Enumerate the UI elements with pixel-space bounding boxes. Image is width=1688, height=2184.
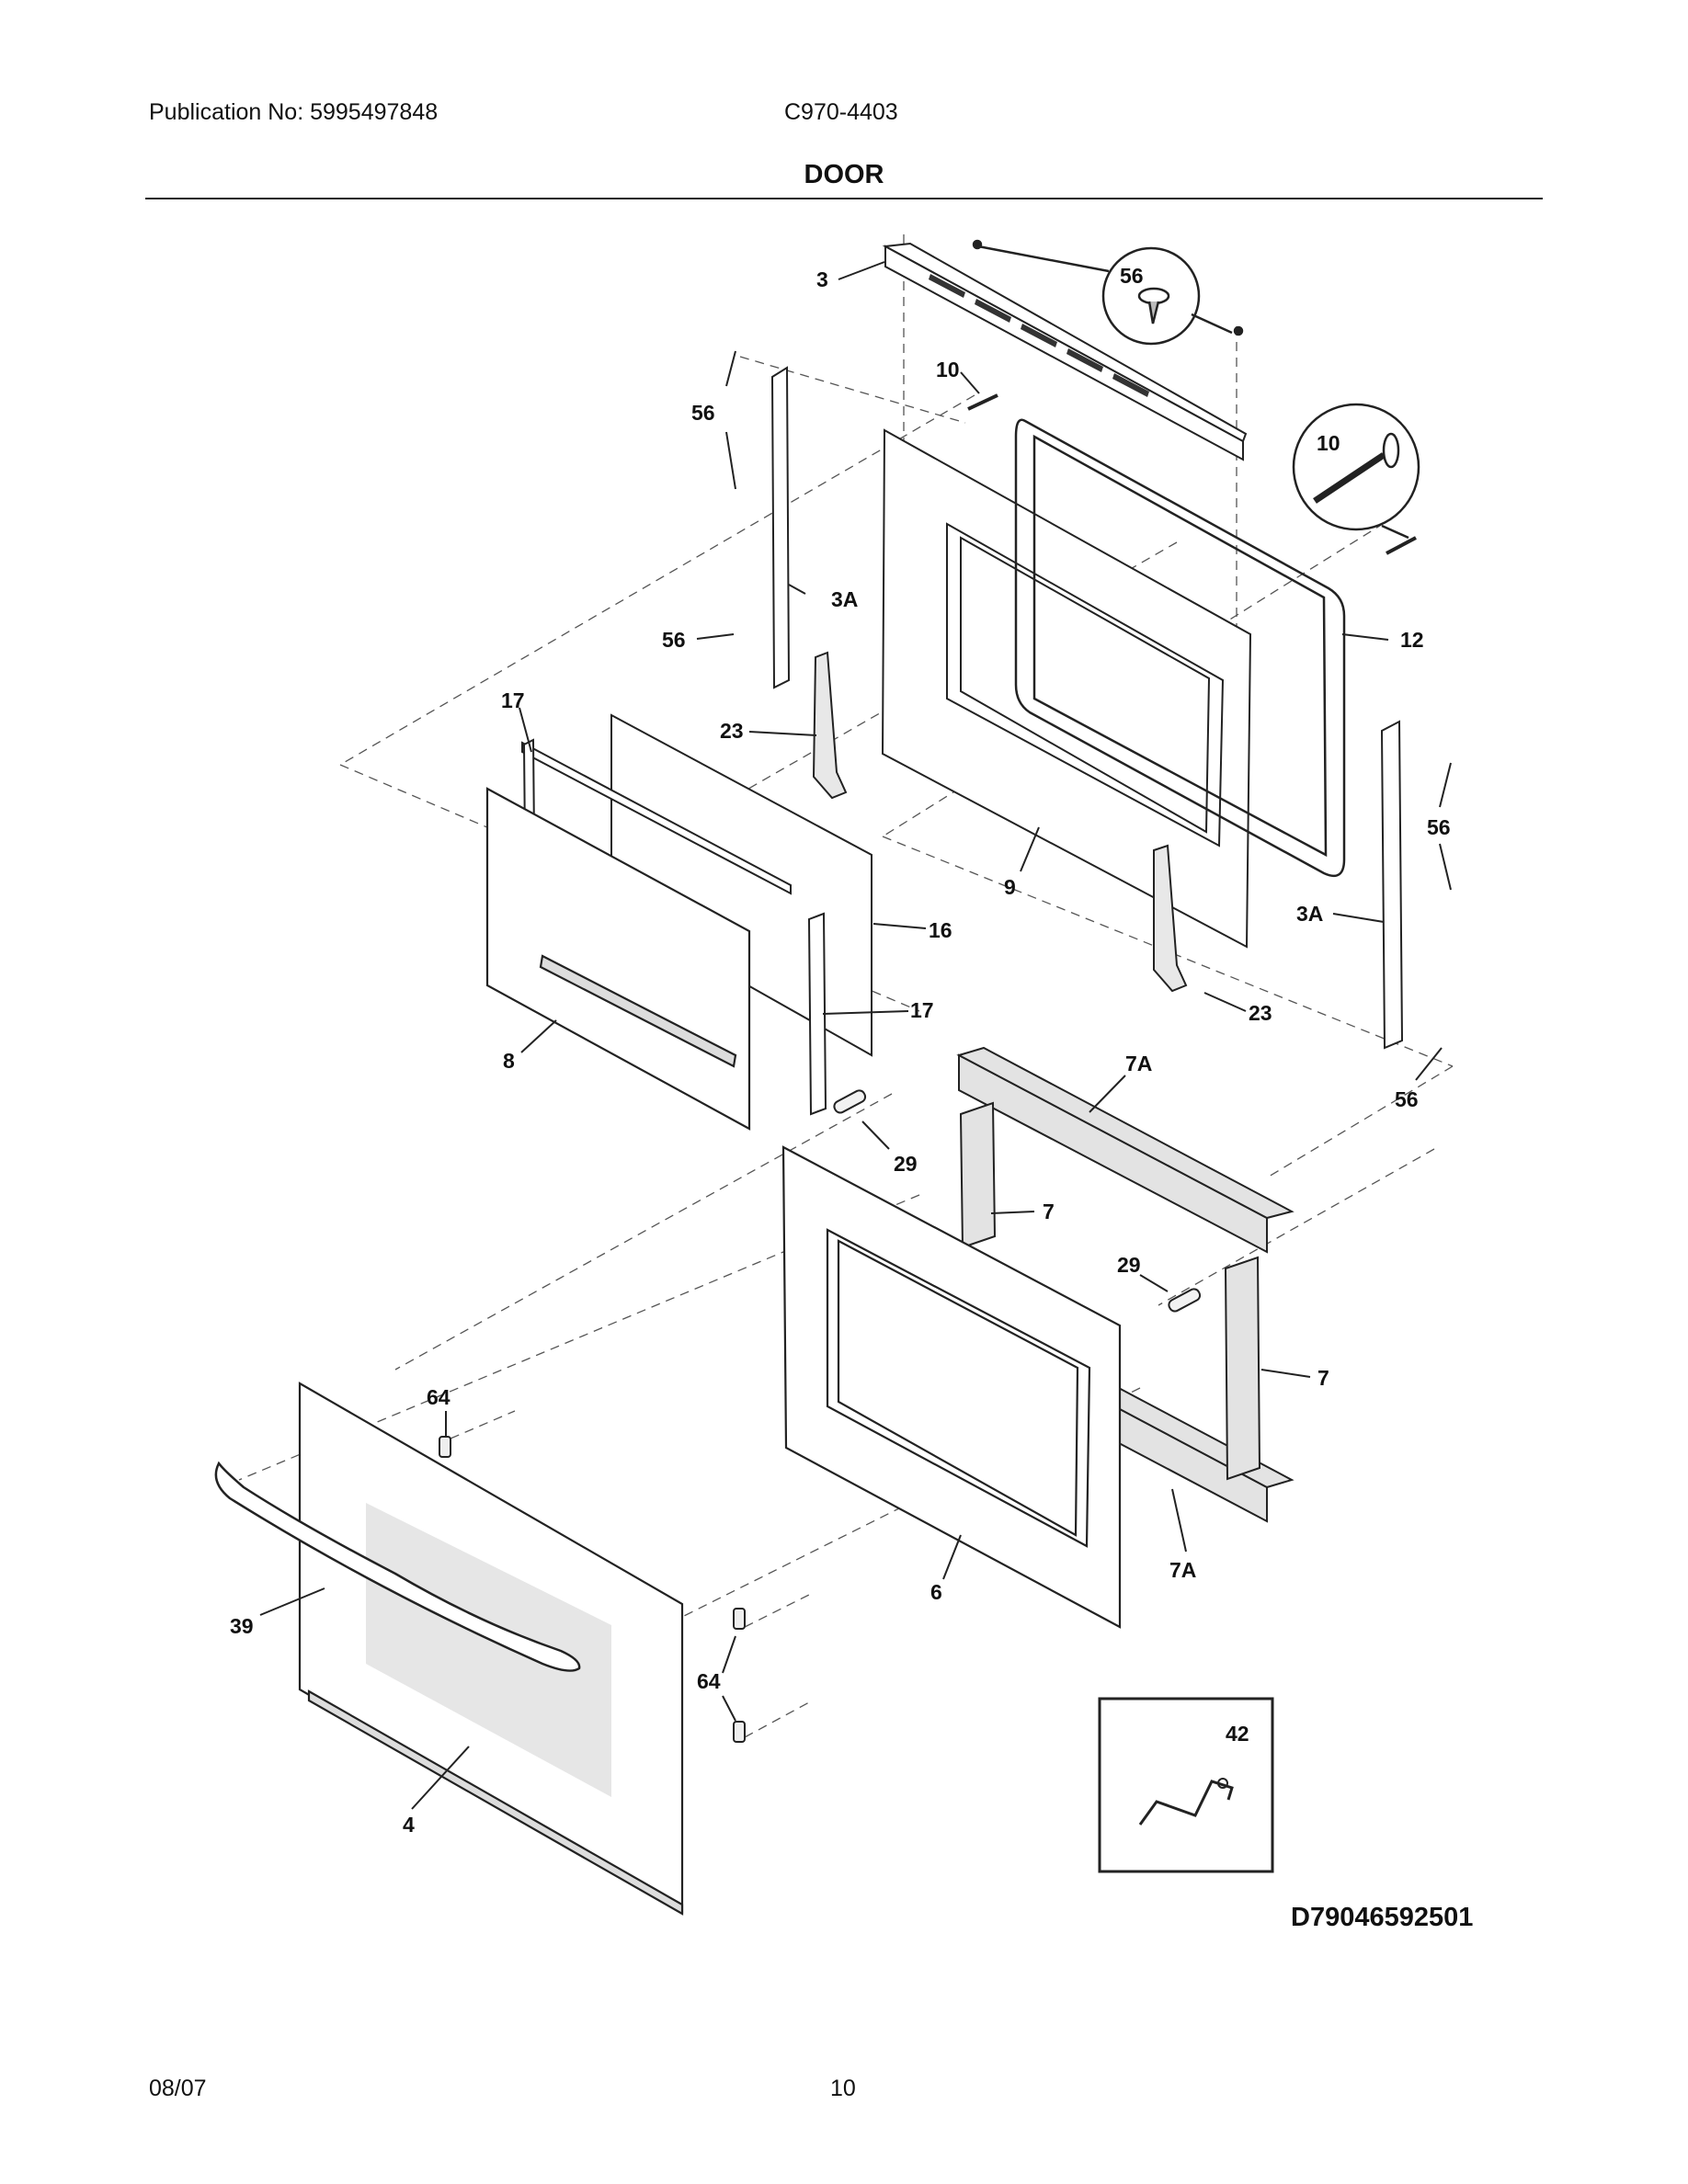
bracket-inset (1098, 1697, 1274, 1873)
callout-64: 64 (697, 1669, 721, 1693)
callout-56: 56 (1120, 264, 1144, 288)
callout-56: 56 (691, 401, 715, 425)
middle-door-glass-part (610, 713, 873, 1057)
callout-23: 23 (1249, 1001, 1272, 1025)
screw-detail-inset (972, 239, 1244, 346)
handle-mount-parts (439, 1436, 746, 1743)
callout-8: 8 (503, 1049, 515, 1073)
callout-7: 7 (1043, 1200, 1055, 1223)
callout-39: 39 (230, 1614, 254, 1638)
inner-door-frame-part (881, 428, 1252, 949)
model-number: C970-4403 (784, 99, 898, 125)
door-side-trim-left (770, 366, 791, 689)
bolt-detail-inset (967, 393, 1420, 555)
door-gasket-part (1014, 418, 1346, 878)
callout-56: 56 (662, 628, 686, 652)
section-title: DOOR (804, 160, 884, 189)
door-top-trim-part (882, 242, 1248, 461)
door-side-trim-right (1380, 720, 1404, 1050)
callout-4: 4 (403, 1813, 415, 1837)
callout-29: 29 (894, 1152, 918, 1176)
callout-56: 56 (1395, 1087, 1419, 1111)
callout-3A: 3A (1296, 902, 1323, 926)
callout-10: 10 (1317, 431, 1340, 455)
footer-date: 08/07 (149, 2076, 207, 2101)
callout-10: 10 (936, 358, 960, 381)
callout-7: 7 (1317, 1366, 1329, 1390)
door-hinge-parts (812, 651, 1188, 993)
callout-17: 17 (501, 688, 525, 712)
callout-7A: 7A (1125, 1052, 1152, 1075)
callout-42: 42 (1226, 1722, 1249, 1746)
callout-12: 12 (1400, 628, 1424, 652)
callout-29: 29 (1117, 1253, 1141, 1277)
callout-56: 56 (1427, 815, 1451, 839)
spacer-parts (833, 1089, 1202, 1313)
door-liner-part (781, 1145, 1122, 1629)
leader-lines (259, 261, 1452, 1810)
callout-16: 16 (929, 918, 952, 942)
callout-17: 17 (910, 998, 934, 1022)
drawing-id: D79046592501 (1291, 1903, 1474, 1932)
page-number: 10 (830, 2076, 856, 2101)
outer-door-panel-part (298, 1382, 684, 1916)
callout-6: 6 (930, 1580, 942, 1604)
publication-number: Publication No: 5995497848 (149, 99, 439, 125)
callout-3: 3 (816, 267, 828, 291)
callout-3A: 3A (831, 587, 858, 611)
door-handle-part (214, 1461, 581, 1672)
callout-9: 9 (1004, 875, 1016, 899)
header-rule (145, 198, 1543, 199)
callout-64: 64 (427, 1385, 451, 1409)
inner-door-glass-part (485, 787, 751, 1131)
callout-23: 23 (720, 719, 744, 743)
callout-7A: 7A (1169, 1558, 1196, 1582)
callout-labels: 3 56 10 56 10 3A 56 12 17 23 9 56 3A 16 … (230, 264, 1451, 1837)
